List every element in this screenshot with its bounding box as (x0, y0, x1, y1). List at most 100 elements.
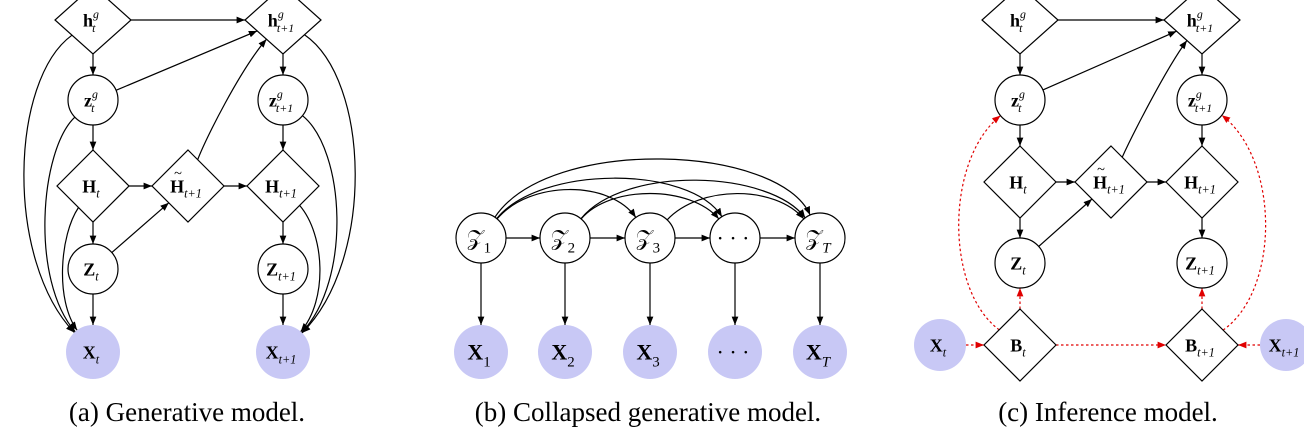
svg-text:X1: X1 (467, 340, 490, 371)
svg-text:Ht: Ht (82, 176, 100, 200)
svg-text:XT: XT (806, 340, 832, 371)
label-sub-index: T (822, 354, 832, 370)
edge-a_H_t1-to-a_X_t1 (299, 205, 321, 332)
label-sub-time: t+1 (1107, 183, 1125, 197)
label-h: h (1187, 10, 1197, 30)
svg-text:hgt+1: hgt+1 (1187, 7, 1213, 35)
label-H-tilde: H (170, 176, 184, 196)
label-sub-time: t+1 (1197, 346, 1215, 360)
label-Z: Z (266, 259, 278, 279)
svg-text:Ht: Ht (1009, 172, 1027, 196)
label-sub-index: T (822, 240, 832, 256)
label-sub-time: t+1 (1196, 21, 1213, 35)
label-sup-g: g (1019, 87, 1025, 101)
label-Z: Z (1010, 253, 1022, 273)
label-H-tilde: H (1093, 172, 1107, 192)
label-sup-g: g (278, 7, 284, 21)
edge-c_zg_t-to-c_hg_t1 (1042, 30, 1177, 91)
label-sub-index: 1 (483, 354, 490, 370)
svg-text:Bt: Bt (1010, 335, 1026, 359)
label-sub-time: t (1018, 101, 1022, 115)
label-X: X (266, 342, 279, 362)
edge-a_Ht_t1-to-a_hg_t1 (197, 38, 267, 160)
svg-text:𝒵T: 𝒵T (805, 226, 832, 257)
svg-text:hgt: hgt (1010, 7, 1026, 35)
svg-text:X3: X3 (636, 340, 659, 371)
node-b-Zd: · · · (709, 212, 761, 264)
label-B: B (1010, 335, 1022, 355)
label-sub-time: t (95, 270, 99, 284)
label-sub-time: t+1 (184, 187, 202, 201)
edges-layer (23, 16, 1267, 349)
node-b-Z3: 𝒵3 (624, 212, 676, 264)
label-sub-index: 3 (652, 354, 659, 370)
svg-text:Xt: Xt (930, 335, 947, 359)
node-shape (151, 149, 225, 223)
svg-text:zgt: zgt (84, 87, 98, 115)
svg-text:Zt: Zt (1010, 253, 1026, 277)
label-dots: · · · (717, 226, 750, 251)
label-X: X (551, 340, 567, 365)
label-sub-time: t (1022, 264, 1026, 278)
label-B: B (1185, 335, 1197, 355)
label-sub-time: t (96, 187, 100, 201)
label-sub-time: t (92, 21, 96, 35)
node-c-Z-t1: Zt+1 (1176, 237, 1228, 289)
node-shape (1260, 319, 1304, 371)
label-sub-index: 3 (653, 240, 660, 256)
caption-b: (b) Collapsed generative model. (475, 397, 821, 427)
node-shape (246, 149, 320, 223)
svg-text:Xt+1: Xt+1 (266, 342, 297, 366)
node-shape (983, 145, 1057, 219)
svg-text:Zt: Zt (83, 259, 99, 283)
label-sub-time: t+1 (276, 101, 293, 115)
node-shape (994, 237, 1046, 289)
node-shape (914, 319, 966, 371)
label-h: h (1010, 10, 1020, 30)
node-a-Z-t1: Zt+1 (257, 243, 309, 295)
label-X: X (1269, 335, 1282, 355)
edge-a_hg_t1-to-a_X_t1 (301, 34, 356, 334)
node-c-H-t: Ht (983, 145, 1057, 219)
edge-a_Z_t-to-a_Ht_t1 (111, 202, 170, 254)
caption-c: (c) Inference model. (998, 397, 1218, 427)
svg-text:· · ·: · · · (717, 340, 750, 365)
label-X: X (467, 340, 483, 365)
node-shape (56, 149, 130, 223)
node-shape (1176, 237, 1228, 289)
svg-text:Ht+1: Ht+1 (1184, 172, 1216, 196)
label-sub-time: t (1023, 183, 1027, 197)
edge-c_Z_t-to-c_Ht_t1 (1038, 198, 1093, 247)
label-H: H (1009, 172, 1023, 192)
svg-text:zgt+1: zgt+1 (1188, 87, 1212, 115)
label-z: z (1188, 90, 1196, 110)
node-shape (1165, 145, 1239, 219)
node-shape (257, 243, 309, 295)
edge-b_Z3-to-b_ZT (666, 193, 805, 221)
svg-text:X2: X2 (551, 340, 574, 371)
node-shape (539, 212, 591, 264)
node-shape (455, 212, 507, 264)
label-X: X (83, 342, 96, 362)
edge-a_zg_t1-to-a_X_t1 (301, 115, 338, 333)
node-c-B-t1: Bt+1 (1165, 308, 1239, 382)
node-b-X1: X1 (454, 325, 508, 379)
svg-text:𝒵1: 𝒵1 (467, 226, 491, 257)
node-c-H-t1: Ht+1 (1165, 145, 1239, 219)
node-shape (244, 0, 322, 55)
node-c-Z-t: Zt (994, 237, 1046, 289)
label-sub-time: t+1 (279, 187, 297, 201)
node-shape (256, 325, 310, 379)
label-sup-g: g (1197, 7, 1203, 21)
edge-b_Z2-to-b_Zd (580, 193, 720, 220)
label-z: z (269, 90, 277, 110)
edge-b_Z1-to-b_Z3 (496, 188, 637, 220)
label-z: z (84, 90, 92, 110)
label-Zc: 𝒵 (467, 226, 485, 251)
edge-b_Z2-to-b_ZT (580, 179, 806, 220)
node-b-ZT: 𝒵T (794, 212, 846, 264)
